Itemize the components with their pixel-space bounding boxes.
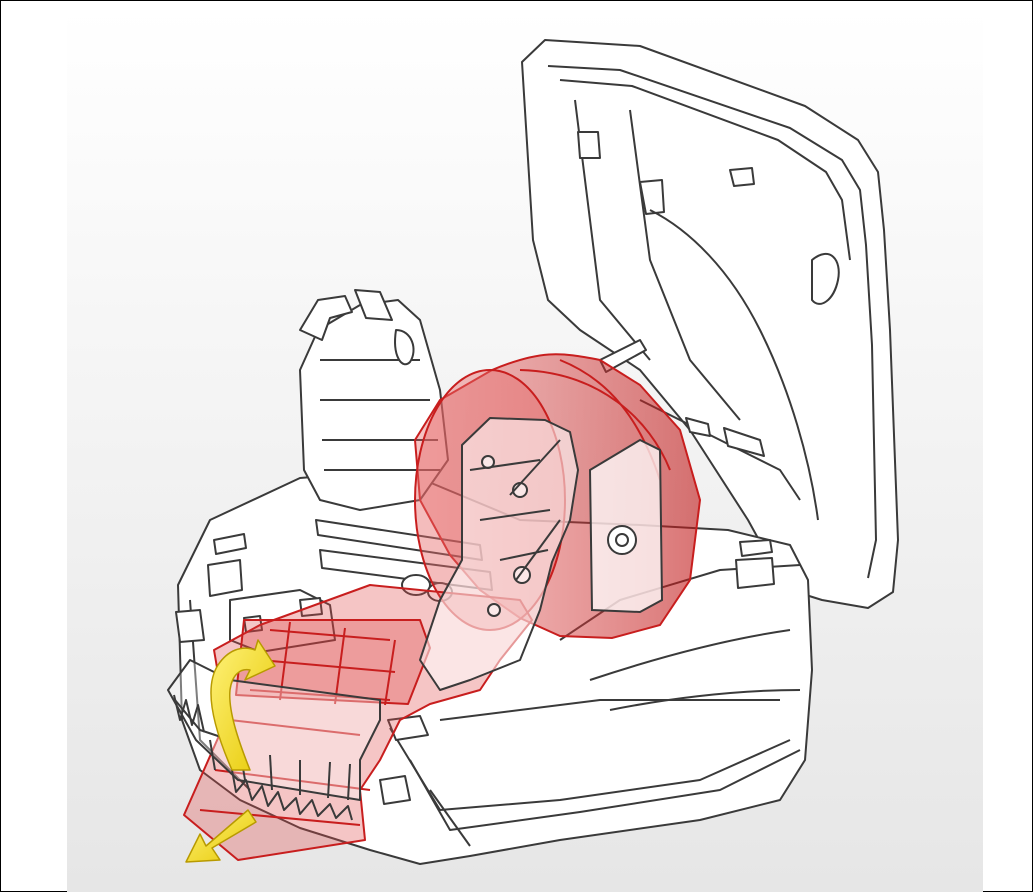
down-left-arrow-icon <box>185 809 257 863</box>
curved-arrow-icon <box>210 639 276 771</box>
printer-lid <box>521 39 899 609</box>
